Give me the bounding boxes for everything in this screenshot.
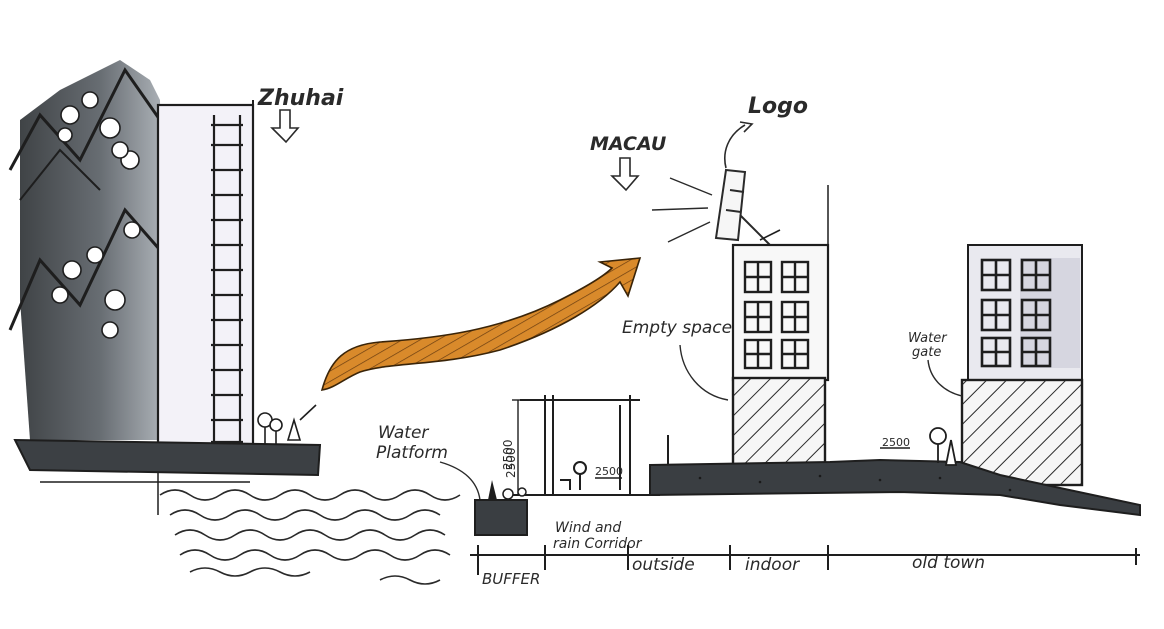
zhuhai-label: Zhuhai bbox=[257, 86, 344, 111]
dim-small: 2500 bbox=[595, 465, 623, 478]
old-town-building bbox=[960, 244, 1084, 487]
zone-scale bbox=[470, 545, 1140, 575]
zone-outside: outside bbox=[632, 555, 695, 575]
water-gate-label-line2: gate bbox=[912, 345, 941, 360]
zone-buffer: BUFFER bbox=[482, 570, 540, 588]
zone-indoor: indoor bbox=[745, 555, 800, 575]
pergola bbox=[505, 395, 669, 496]
tree-icon bbox=[929, 427, 958, 466]
water-platform bbox=[474, 480, 528, 536]
wind-rain-label-line1: Wind and bbox=[555, 520, 621, 536]
logo-sign bbox=[714, 168, 771, 246]
dimension-lines bbox=[512, 399, 910, 496]
water-waves bbox=[159, 489, 461, 585]
down-arrow-icon bbox=[610, 157, 640, 192]
empty-space-label: Empty space bbox=[622, 318, 732, 338]
wind-rain-label-line2: rain Corridor bbox=[553, 536, 643, 552]
zhuhai-buildings bbox=[8, 60, 322, 515]
radiating-lines bbox=[651, 177, 713, 243]
dim-right: 2500 bbox=[882, 436, 910, 449]
water-gate-label-line1: Water bbox=[908, 331, 948, 346]
direction-arrow-icon bbox=[320, 257, 642, 391]
indoor-building bbox=[731, 185, 830, 468]
zone-old-town: old town bbox=[912, 553, 985, 573]
dim-platform: 2500 bbox=[504, 447, 518, 478]
logo-label: Logo bbox=[748, 94, 808, 119]
ground-texture bbox=[698, 474, 1012, 492]
water-platform-label-line2: Platform bbox=[376, 443, 448, 463]
water-platform-label-line1: Water bbox=[378, 423, 429, 443]
dim-left: 2500 bbox=[501, 439, 515, 470]
ground-slab bbox=[649, 458, 1141, 517]
down-arrow-icon bbox=[270, 109, 300, 144]
macau-label: MACAU bbox=[590, 133, 667, 155]
